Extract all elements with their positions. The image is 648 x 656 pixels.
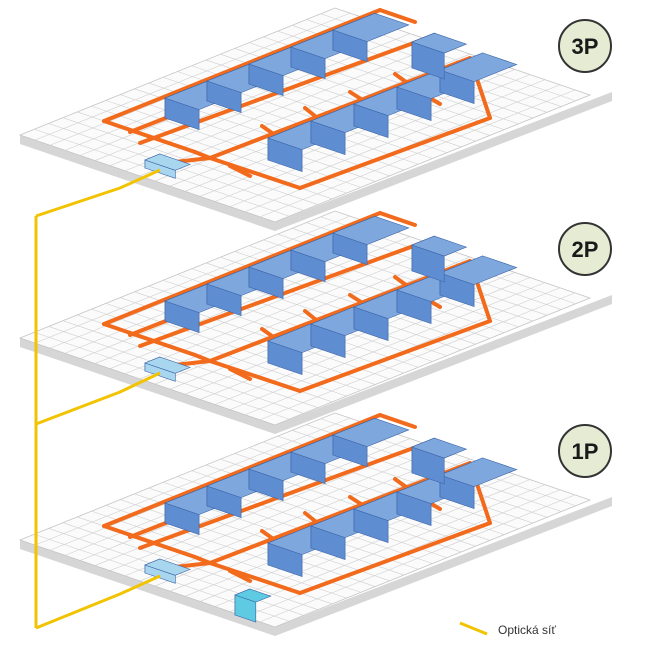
network-switch-3p [144,153,191,179]
storage-cabinet-1p [411,437,468,485]
copper-run-2p-7 [298,319,492,393]
network-switch-1p [144,558,191,584]
server-rack-3p-a5 [332,12,410,63]
floor-label-2p: 2P [572,237,599,262]
copper-run-1p-14 [228,569,252,583]
floor-label-3p: 3P [572,34,599,59]
legend-line [459,621,488,636]
server-rack-3p-b5 [439,52,518,105]
server-rack-2p-b5 [439,255,518,308]
copper-run-3p-5 [208,56,472,160]
copper-run-2p-6 [208,359,302,393]
copper-run-1p-7 [298,521,492,595]
copper-run-3p-2 [378,8,417,24]
floor-1p: 1P [18,412,612,636]
optical-link-1p [35,574,161,630]
copper-run-3p-7 [298,116,492,190]
server-rack-3p-a1 [164,80,242,131]
copper-run-3p-14 [228,164,252,178]
copper-run-1p-2 [378,413,417,429]
floor-badge-3p: 3P [558,19,612,73]
storage-cabinet-3p [411,32,468,80]
copper-run-2p-2 [378,211,417,227]
racks-1p [164,417,518,578]
copper-run-1p-0 [102,413,382,528]
copper-run-3p-6 [208,156,302,190]
server-rack-1p-a5 [332,417,410,468]
copper-run-2p-0 [102,211,382,326]
server-rack-3p-a2 [206,63,284,114]
optical-link-2p [35,371,161,426]
floor-3p: 3P [18,7,612,231]
floor-badge-1p: 1P [558,424,612,478]
copper-run-2p-14 [228,367,252,381]
copper-run-1p-6 [208,561,302,595]
legend-label: Optická síť [498,623,556,637]
floor-graphics-2p [18,210,612,434]
ups-unit-1p [234,588,272,623]
racks-3p [164,12,518,173]
floor-2p: 2P [18,210,612,434]
network-switch-2p [144,356,191,382]
copper-run-2p-5 [208,259,472,363]
floor-label-1p: 1P [572,439,599,464]
optical-backbone [34,168,161,630]
copper-run-3p-1 [102,119,197,154]
copper-run-1p-5 [208,461,472,565]
copper-run-1p-1 [102,524,197,559]
optical-link-3p [35,168,161,218]
floor-badge-2p: 2P [558,222,612,276]
server-rack-2p-a5 [332,215,410,266]
copper-run-3p-0 [102,8,382,123]
floor-graphics-1p [18,412,612,636]
server-rack-1p-b5 [439,457,518,510]
storage-cabinet-2p [411,235,468,283]
floor-graphics-3p [18,7,612,231]
legend: Optická síť [459,621,556,637]
racks-2p [164,215,518,376]
copper-run-2p-1 [102,322,197,357]
